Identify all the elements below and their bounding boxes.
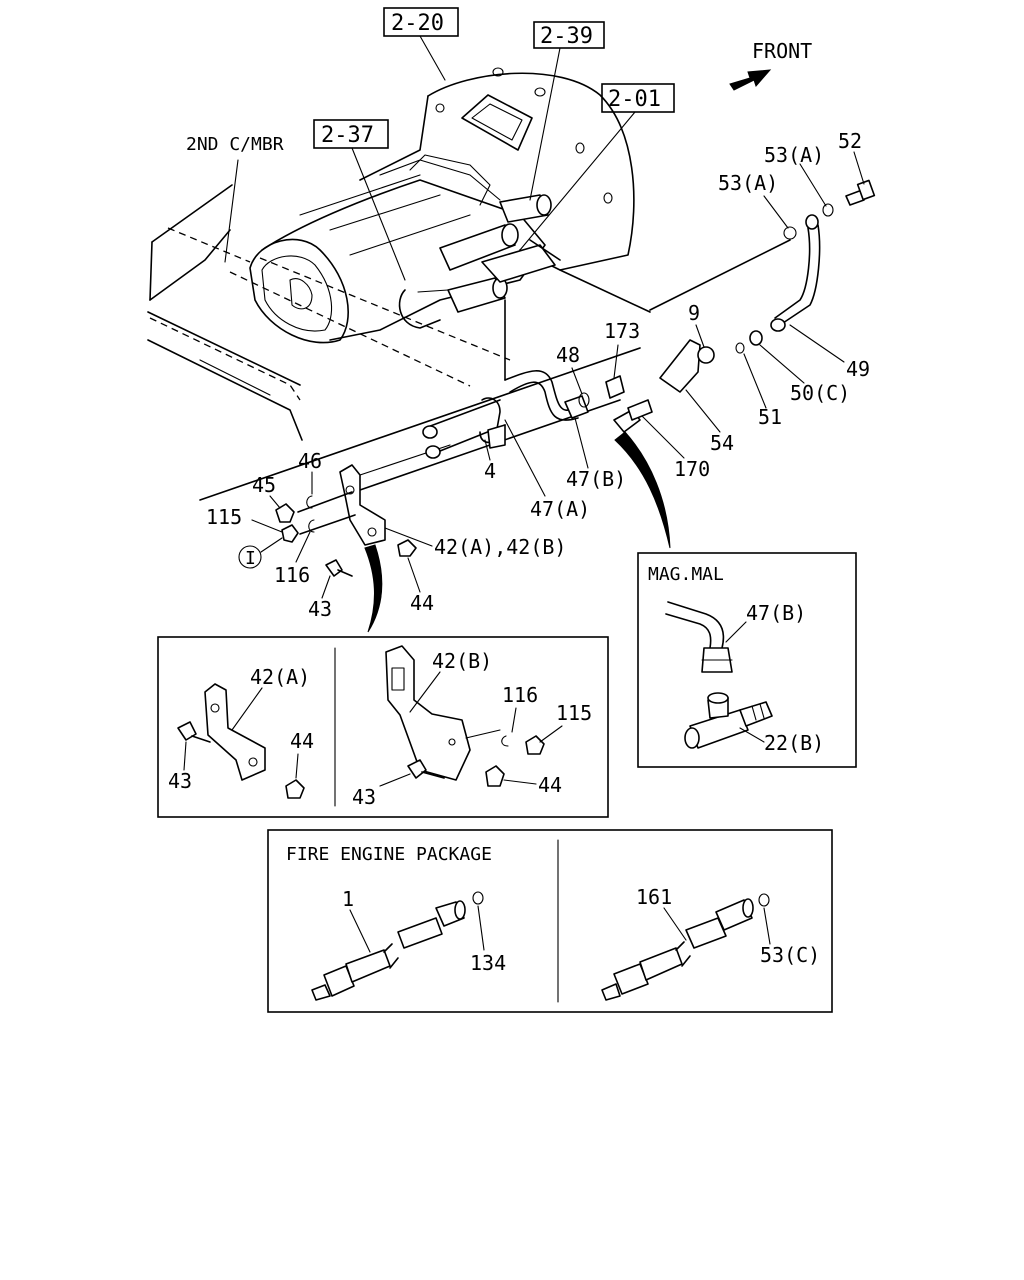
front-direction-indicator: FRONT xyxy=(729,39,812,91)
main-callouts: 53(A) 52 53(A) 9 173 48 49 50(C) 51 54 1… xyxy=(206,129,870,621)
label-53a-lower: 53(A) xyxy=(718,171,778,195)
frame-member-label: 2ND C/MBR xyxy=(186,134,284,155)
label-170: 170 xyxy=(674,457,710,481)
label-50c: 50(C) xyxy=(790,381,850,405)
detail-label-134: 134 xyxy=(470,951,506,975)
front-arrow-icon xyxy=(729,69,772,91)
detail-label-44-left: 44 xyxy=(290,729,314,753)
label-115: 115 xyxy=(206,505,242,529)
detail-brackets-frame xyxy=(157,636,609,818)
detail-label-22b: 22(B) xyxy=(764,731,824,755)
label-53a-upper: 53(A) xyxy=(764,143,824,167)
detail-label-161: 161 xyxy=(636,885,672,909)
ref-box-2-01: 2-01 xyxy=(519,83,675,251)
detail-label-43-left: 43 xyxy=(168,769,192,793)
detail-mag-mal-frame xyxy=(637,552,857,768)
label-47a: 47(A) xyxy=(530,497,590,521)
label-9: 9 xyxy=(688,301,700,325)
detail-label-44-right: 44 xyxy=(538,773,562,797)
detail-mag-mal: MAG.MAL 47(B) 22(B) xyxy=(637,552,857,768)
transmission-assembly xyxy=(249,67,635,381)
label-173: 173 xyxy=(604,319,640,343)
label-45: 45 xyxy=(252,473,276,497)
detail-brackets: 42(A) 43 44 42(B) 116 115 43 44 xyxy=(157,636,609,818)
detail-label-115: 115 xyxy=(556,701,592,725)
label-49: 49 xyxy=(846,357,870,381)
detail-label-116: 116 xyxy=(502,683,538,707)
label-42a-42b: 42(A),42(B) xyxy=(434,535,566,559)
circle-i-marker: I xyxy=(238,537,283,569)
detail-label-42b: 42(B) xyxy=(432,649,492,673)
label-4: 4 xyxy=(484,459,496,483)
label-44: 44 xyxy=(410,591,434,615)
ref-box-2-39: 2-39 xyxy=(529,21,605,201)
svg-text:I: I xyxy=(245,548,256,569)
label-116: 116 xyxy=(274,563,310,587)
front-label: FRONT xyxy=(752,39,812,63)
ref-box-2-20: 2-20 xyxy=(383,7,459,81)
label-46: 46 xyxy=(298,449,322,473)
chassis-frame xyxy=(147,184,511,441)
label-51: 51 xyxy=(758,405,782,429)
detail-label-43-right: 43 xyxy=(352,785,376,809)
detail-fire-title: FIRE ENGINE PACKAGE xyxy=(286,844,492,865)
pipe-assembly xyxy=(199,179,876,633)
label-47b: 47(B) xyxy=(566,467,626,491)
detail-label-47b: 47(B) xyxy=(746,601,806,625)
label-43: 43 xyxy=(308,597,332,621)
detail-fire-engine-package: FIRE ENGINE PACKAGE 1 134 161 53(C) xyxy=(267,829,833,1013)
detail-mag-mal-title: MAG.MAL xyxy=(648,564,724,585)
detail-fire-frame xyxy=(267,829,833,1013)
ref-box-2-37: 2-37 xyxy=(313,119,406,281)
detail-label-42a: 42(A) xyxy=(250,665,310,689)
svg-text:2-39: 2-39 xyxy=(540,24,593,49)
svg-text:2-01: 2-01 xyxy=(608,87,661,112)
label-52: 52 xyxy=(838,129,862,153)
svg-text:2-20: 2-20 xyxy=(391,11,444,36)
label-54: 54 xyxy=(710,431,734,455)
label-48: 48 xyxy=(556,343,580,367)
svg-text:2-37: 2-37 xyxy=(321,123,374,148)
detail-label-1: 1 xyxy=(342,887,354,911)
detail-label-53c: 53(C) xyxy=(760,943,820,967)
